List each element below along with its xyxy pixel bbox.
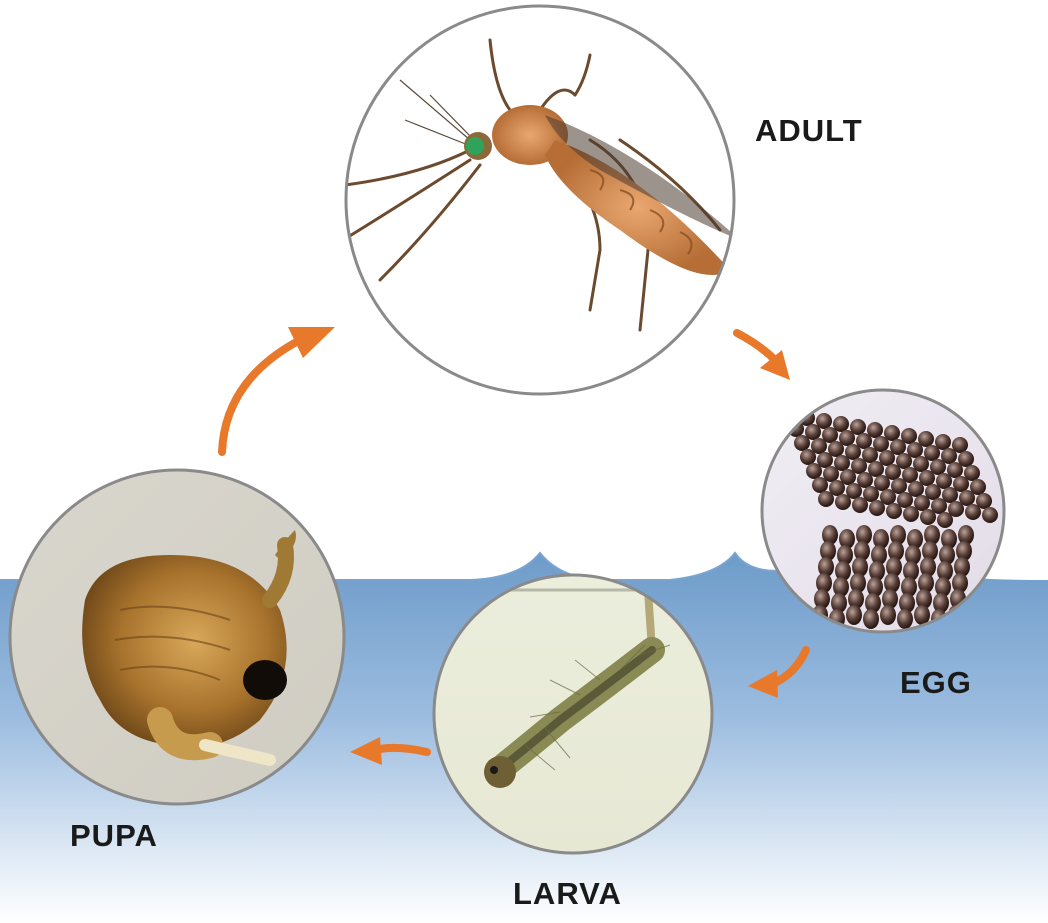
egg-cell: [782, 407, 798, 423]
egg-cell: [852, 497, 868, 513]
stage-label-pupa: PUPA: [70, 818, 158, 854]
egg-cell: [886, 503, 902, 519]
egg-cell: [806, 463, 822, 479]
egg-cell: [897, 609, 913, 629]
egg-cell: [812, 477, 828, 493]
egg-cell: [794, 435, 810, 451]
egg-cell: [800, 449, 816, 465]
egg-cell: [965, 504, 981, 520]
egg-cell: [982, 507, 998, 523]
stage-label-adult: ADULT: [755, 113, 863, 149]
egg-cell: [903, 506, 919, 522]
curved-arrow-icon: [375, 748, 427, 752]
curved-arrow-icon: [737, 333, 775, 360]
egg-cell: [835, 494, 851, 510]
egg-cell: [846, 605, 862, 625]
stage-label-larva: LARVA: [513, 876, 622, 912]
egg-cell: [818, 491, 834, 507]
curved-arrow-icon: [222, 340, 300, 452]
egg-cell: [920, 509, 936, 525]
egg-cell: [869, 500, 885, 516]
adult-photo: [335, 0, 740, 400]
egg-cell: [880, 605, 896, 625]
stage-label-egg: EGG: [900, 665, 972, 701]
egg-cell: [863, 609, 879, 629]
egg-cell: [937, 512, 953, 528]
